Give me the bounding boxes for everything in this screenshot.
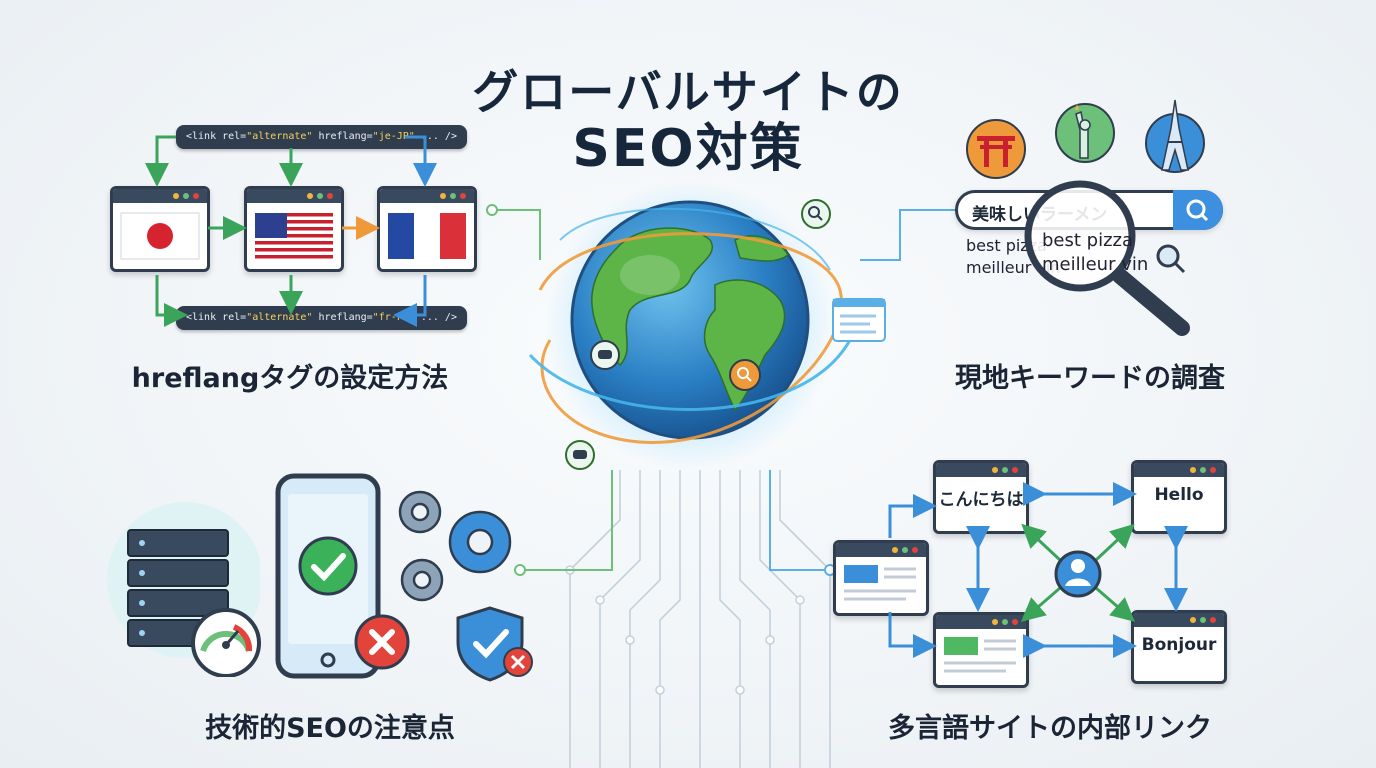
security-shield-icon: [456, 606, 533, 682]
page-japanese: こんにちは: [933, 460, 1029, 534]
page-generic-left: [833, 540, 929, 616]
user-icon: [1054, 550, 1102, 598]
eiffel-tower-icon: [1145, 99, 1205, 173]
japan-page-window: [110, 186, 210, 272]
page-title-line1: グローバルサイトの: [472, 65, 904, 119]
page-japanese-label: こんにちは: [938, 490, 1024, 510]
globe-icon: [528, 180, 852, 470]
page-generic-bottom: [933, 612, 1029, 688]
usa-page-window: [244, 186, 344, 272]
code-text: ... />: [414, 131, 457, 142]
usa-flag-icon: [255, 213, 333, 259]
crawler-node-icon-2: [565, 440, 595, 470]
gears-icon: [398, 490, 512, 602]
code-text: <link rel=: [186, 312, 247, 323]
magnifying-glass-icon: [1024, 180, 1190, 336]
france-page-window: [377, 186, 477, 272]
page-title-line2: SEO対策: [572, 119, 804, 179]
code-text: hreflang=: [312, 312, 373, 323]
hreflang-code-top: <link rel="alternate" hreflang="je-JP" .…: [176, 125, 467, 149]
code-text: "je-JP": [372, 131, 415, 142]
page-french: Bonjour: [1131, 610, 1227, 684]
search-icon: [1186, 199, 1209, 222]
france-flag-icon: [388, 213, 466, 259]
page-french-label: Bonjour: [1141, 635, 1217, 655]
search-button[interactable]: [1173, 190, 1223, 230]
code-text: "alternate": [246, 131, 313, 142]
internal-links-section-label: 多言語サイトの内部リンク: [888, 713, 1212, 744]
error-x-icon: [354, 614, 410, 670]
small-search-icon: [1156, 244, 1186, 274]
speed-gauge-icon: [191, 608, 261, 677]
page-english-label: Hello: [1154, 485, 1204, 505]
code-text: hreflang=: [312, 131, 373, 142]
keywords-section-label: 現地キーワードの調査: [955, 363, 1225, 394]
crawler-node-icon: [590, 340, 620, 370]
japan-flag-icon: [120, 212, 200, 260]
hreflang-arrows: [145, 135, 437, 327]
checkmark-icon: [298, 536, 358, 596]
search-node-icon: [801, 199, 831, 229]
torii-gate-icon: [966, 119, 1026, 179]
hreflang-section-label: hreflangタグの設定方法: [131, 363, 449, 394]
internal-link-arrows: [888, 482, 1188, 658]
technical-section-label: 技術的SEOの注意点: [205, 713, 455, 744]
code-text: <link rel=: [186, 131, 247, 142]
magnified-result-1: best pizza: [1042, 230, 1134, 251]
magnified-result-2: meilleur vin: [1042, 254, 1149, 275]
code-text: "alternate": [246, 312, 313, 323]
code-text: ... />: [414, 312, 457, 323]
statue-of-liberty-icon: [1055, 103, 1115, 163]
search-node-orange-icon: [729, 359, 761, 391]
mini-browser-icon: [832, 298, 886, 342]
hreflang-code-bottom: <link rel="alternate" hreflang="fr-FR" .…: [176, 306, 467, 330]
